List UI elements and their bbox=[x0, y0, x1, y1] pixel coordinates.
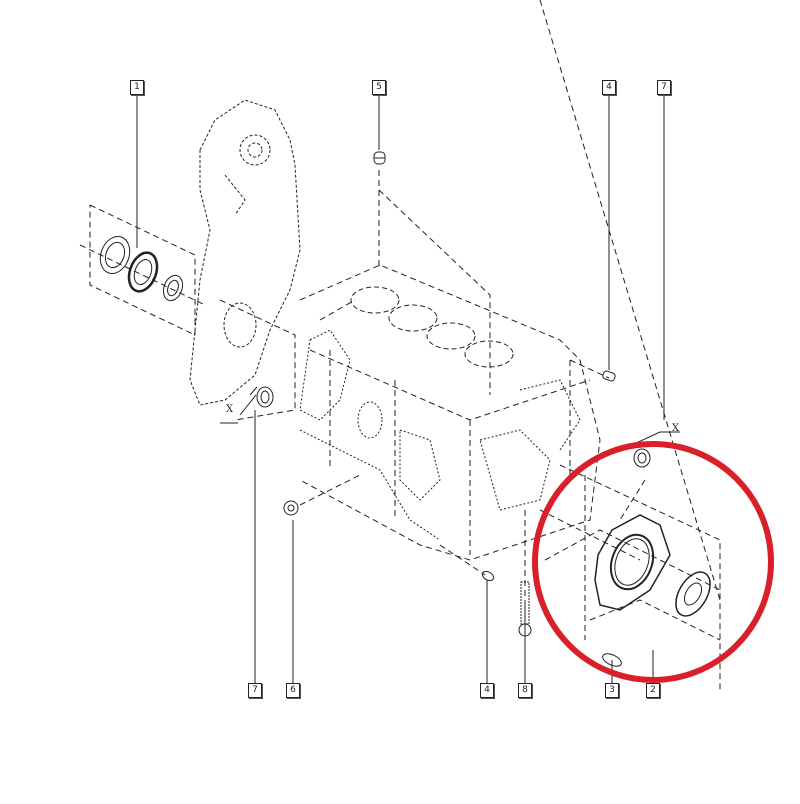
part-6-plug-bolt bbox=[283, 500, 299, 516]
part-4-top-dowel bbox=[602, 370, 616, 382]
callout-part-7-top: 7 bbox=[657, 80, 671, 95]
x-marker-left: X bbox=[226, 404, 234, 415]
part-3-bolt bbox=[602, 653, 622, 667]
leader-lines bbox=[136, 93, 665, 683]
callout-part-5: 5 bbox=[372, 80, 386, 95]
part-4-lower-dowel bbox=[481, 570, 495, 582]
callout-part-4-bottom: 4 bbox=[480, 683, 494, 698]
part-7-right-dowel bbox=[631, 431, 680, 468]
cylinder-bores bbox=[350, 286, 514, 368]
callout-part-6: 6 bbox=[286, 683, 300, 698]
callout-part-7-bottom: 7 bbox=[248, 683, 262, 698]
callout-part-2: 2 bbox=[646, 683, 660, 698]
callout-part-8: 8 bbox=[518, 683, 532, 698]
target-plate bbox=[675, 571, 711, 617]
callout-part-3: 3 bbox=[605, 683, 619, 698]
callout-part-1: 1 bbox=[130, 80, 144, 95]
timing-cover bbox=[189, 99, 301, 406]
x-marker-right: X bbox=[672, 423, 680, 434]
assembly-lines bbox=[79, 0, 721, 690]
part-8-bolt bbox=[518, 581, 532, 637]
part-1-seal-set bbox=[99, 236, 184, 302]
part-5-plug bbox=[373, 151, 386, 165]
highlight-circle bbox=[532, 441, 774, 683]
callout-part-4-top: 4 bbox=[602, 80, 616, 95]
part-2-rear-seal-housing bbox=[594, 514, 671, 611]
part-7-left-dowel bbox=[220, 386, 274, 424]
engine-block-detail bbox=[299, 329, 581, 541]
